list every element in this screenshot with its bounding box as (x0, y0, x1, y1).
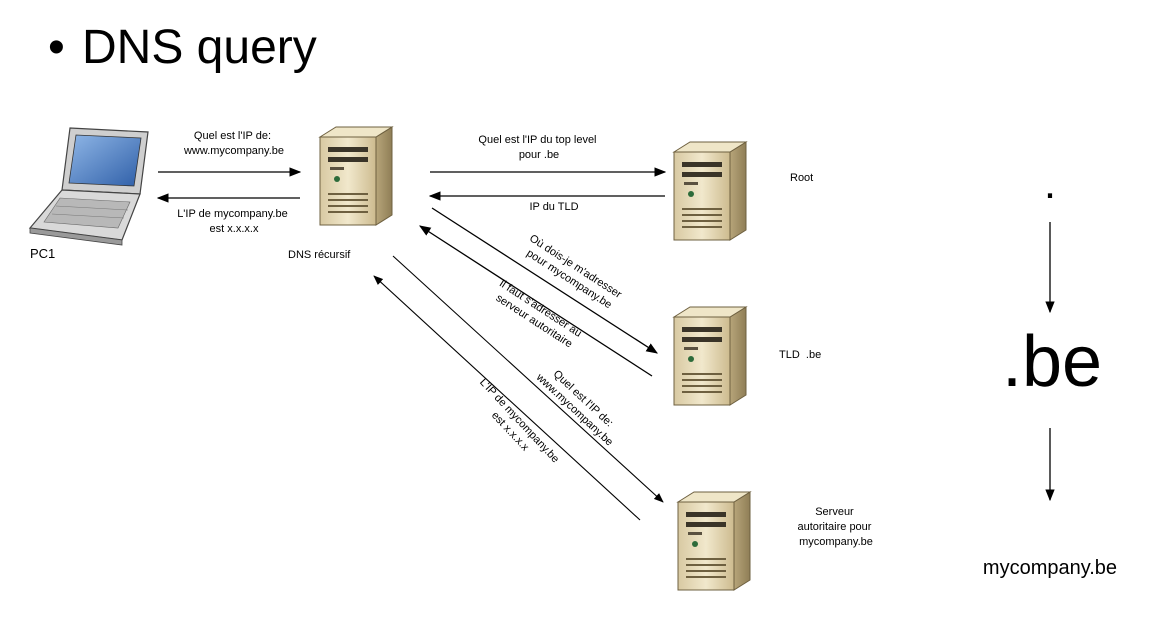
root-query-label: Quel est l'IP du top level pour .be (478, 134, 599, 161)
tld-reply-arrow (419, 225, 653, 377)
resolver-server-icon (319, 126, 393, 226)
pc1-label: PC1 (30, 246, 55, 261)
slide-title: • DNS query (48, 18, 317, 78)
resolver-label: DNS récursif (288, 249, 351, 261)
root-dot-label: . (1044, 159, 1056, 208)
tld-label: TLD .be (779, 349, 821, 361)
tld-query-arrow (431, 207, 658, 354)
tld-server-icon (673, 306, 747, 406)
tld-reply-label: Il faut s'adresser au serveur autoritair… (489, 278, 586, 354)
pc-query-label: Quel est l'IP de: www.mycompany.be (183, 130, 284, 157)
root-label: Root (790, 172, 813, 184)
root-server-icon (673, 141, 747, 241)
authoritative-label: Serveur autoritaire pour mycompany.be (797, 506, 874, 548)
title-text: DNS query (82, 21, 317, 74)
bullet-icon: • (48, 21, 65, 74)
pc-reply-label: L'IP de mycompany.be est x.x.x.x (177, 208, 291, 235)
root-reply-label: IP du TLD (529, 201, 578, 213)
auth-query-label: Quel est l'IP de: www.mycompany.be (533, 361, 625, 449)
tld-be-label: .be (1002, 322, 1102, 402)
auth-reply-arrow (373, 275, 641, 521)
laptop-icon (28, 127, 149, 246)
auth-query-arrow (392, 255, 664, 503)
authoritative-server-icon (677, 491, 751, 591)
domain-label: mycompany.be (983, 557, 1117, 579)
